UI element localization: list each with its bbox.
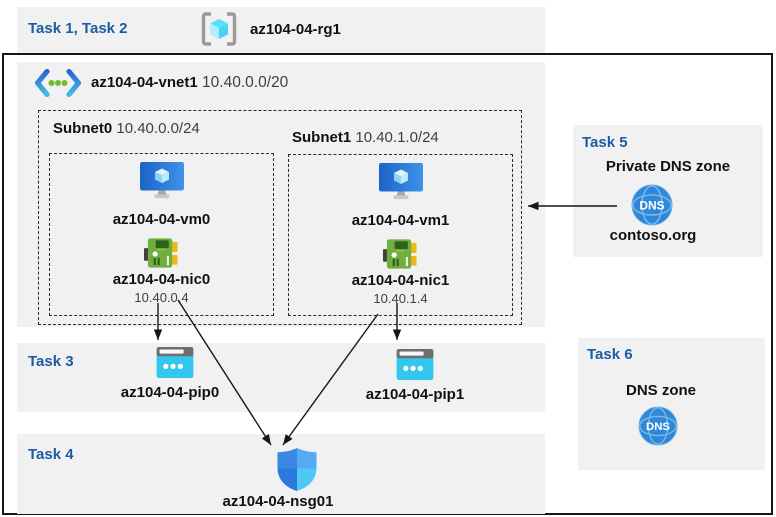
task1-2-label: Task 1, Task 2 [28, 20, 128, 37]
task5-label: Task 5 [582, 134, 628, 151]
nic-icon [144, 238, 178, 268]
nsg-name: az104-04-nsg01 [222, 493, 334, 510]
dns-icon: DNS [631, 184, 673, 226]
nsg-shield-icon [277, 448, 317, 491]
task3-band: Task 3 az104-04-pip0 az104-04-pip1 [17, 343, 545, 412]
nic0-name: az104-04-nic0 [112, 271, 211, 288]
vnet-header: az104-04-vnet1 10.40.0.0/20 [35, 69, 288, 97]
nic0-ip: 10.40.0.4 [134, 290, 189, 305]
vnet-name: az104-04-vnet1 [91, 74, 198, 91]
task5-box: Task 5 Private DNS zone DNS contoso.org [573, 125, 763, 257]
dns-icon: DNS [638, 406, 678, 446]
subnet1-label: Subnet1 10.40.1.0/24 [292, 129, 439, 146]
public-ip-icon [396, 349, 434, 380]
resource-group-icon [201, 12, 237, 46]
nic1-name: az104-04-nic1 [351, 272, 450, 289]
task3-label: Task 3 [28, 353, 74, 370]
task4-label: Task 4 [28, 446, 74, 463]
vnet-icon [35, 69, 81, 97]
subnet0-label: Subnet0 10.40.0.0/24 [53, 120, 200, 137]
vnet-cidr: 10.40.0.0/20 [202, 74, 289, 91]
vm1-name: az104-04-vm1 [351, 212, 450, 229]
private-dns-heading: Private DNS zone [605, 158, 731, 175]
dns-icon-text: DNS [646, 421, 670, 433]
subnet0-box: az104-04-vm0 az104-04-nic0 10.40.0.4 [49, 153, 274, 316]
public-ip-icon [156, 347, 194, 378]
pip1-name: az104-04-pip1 [365, 386, 465, 403]
vnet-panel: az104-04-vnet1 10.40.0.0/20 Subnet0 10.4… [17, 62, 545, 327]
environment-frame [2, 53, 773, 515]
vm0-name: az104-04-vm0 [112, 211, 211, 228]
nic1-ip: 10.40.1.4 [373, 291, 428, 306]
pip0-name: az104-04-pip0 [120, 384, 220, 401]
subnet1-box: az104-04-vm1 az104-04-nic1 10.40.1.4 [288, 154, 513, 316]
task6-label: Task 6 [587, 346, 633, 363]
task6-box: Task 6 DNS zone DNS [578, 338, 765, 470]
task4-band: Task 4 az104-04-nsg01 [17, 434, 545, 514]
task1-2-band: Task 1, Task 2 az104-04-rg1 [17, 7, 545, 53]
subnets-container: Subnet0 10.40.0.0/24 Subnet1 10.40.1.0/2… [38, 110, 522, 325]
vm-icon [378, 163, 423, 200]
private-dns-zone-name: contoso.org [609, 227, 697, 244]
resource-group-name: az104-04-rg1 [250, 21, 341, 38]
dns-zone-heading: DNS zone [625, 382, 697, 399]
nic-icon [383, 239, 417, 269]
vm-icon [139, 162, 184, 199]
dns-icon-text: DNS [639, 198, 664, 212]
